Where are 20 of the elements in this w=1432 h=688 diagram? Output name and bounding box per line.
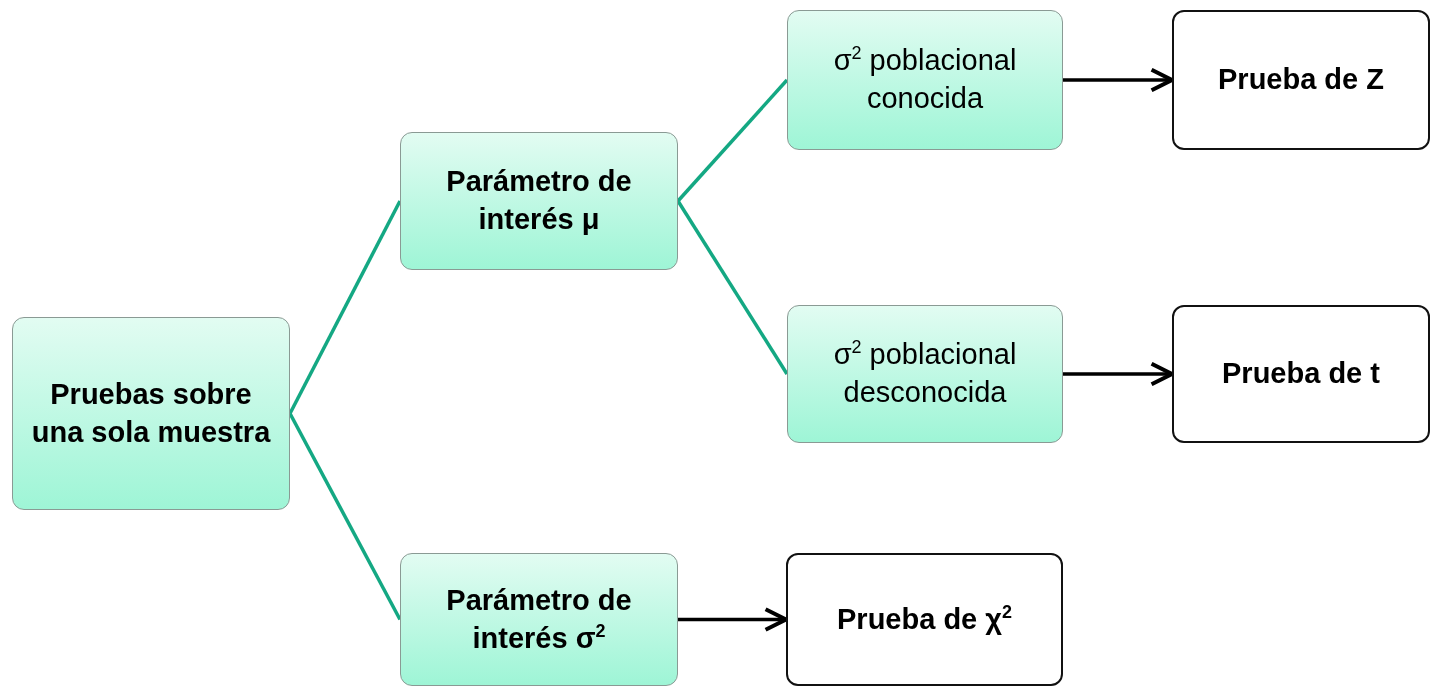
condition-box — [400, 132, 678, 270]
box-label: Prueba de t — [1221, 356, 1381, 392]
box-label: Parámetro de interés μ — [445, 164, 633, 237]
connector-line — [676, 200, 789, 375]
box-label: σ$^{2}$ poblacional conocida — [832, 42, 1018, 116]
test-box — [1172, 305, 1430, 443]
box-label: Parámetro de interés σ$^{2}$ — [445, 582, 633, 656]
connector-line — [288, 412, 402, 621]
connector-line — [676, 78, 789, 203]
box-label: σ$^{2}$ poblacional desconocida — [832, 336, 1018, 410]
connector-line — [288, 200, 402, 415]
test-box — [786, 553, 1063, 686]
condition-box — [787, 305, 1063, 443]
condition-box — [787, 10, 1063, 150]
test-box — [1172, 10, 1430, 150]
box-label: Pruebas sobre una sola muestra — [30, 376, 272, 450]
box-label: Prueba de Z — [1217, 62, 1385, 98]
condition-box — [12, 317, 290, 510]
condition-box — [400, 553, 678, 686]
box-label: Prueba de χ$^{2}$ — [836, 601, 1013, 637]
